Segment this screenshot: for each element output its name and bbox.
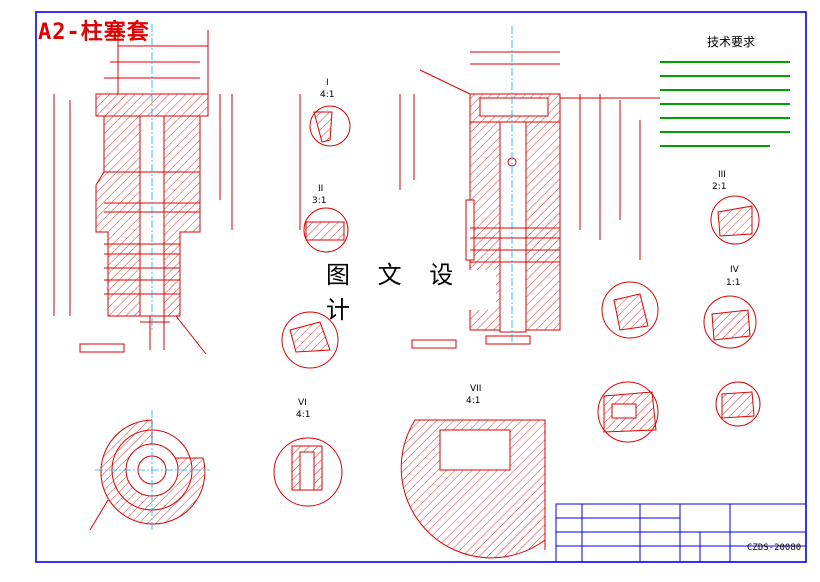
view-label-i: I [326,78,329,88]
scale-label-i: 4:1 [320,90,335,100]
watermark-overlay: 图 文 设 计 [326,261,496,324]
tech-requirements-title: 技术要求 [707,35,756,49]
view-label-iv: IV [730,265,739,275]
detail-views [273,105,761,559]
main-view-left [53,30,301,355]
view-label-vii: VII [470,384,482,394]
scale-label-ii: 3:1 [312,196,327,206]
view-label-vi: VI [298,398,307,408]
bottom-view-left [89,419,206,531]
tech-requirements-block [660,61,790,147]
scale-label-vi: 4:1 [296,410,311,420]
view-label-iii: III [718,170,726,180]
drawing-title: A2-柱塞套 [38,20,150,45]
view-label-ii: II [318,184,324,194]
drawing-code: CZDS-20080 [747,543,802,553]
scale-label-iv: 1:1 [726,278,741,288]
title-block [555,503,807,563]
outer-frame [35,11,807,563]
scale-label-iii: 2:1 [712,182,727,192]
scale-label-vii: 4:1 [466,396,481,406]
